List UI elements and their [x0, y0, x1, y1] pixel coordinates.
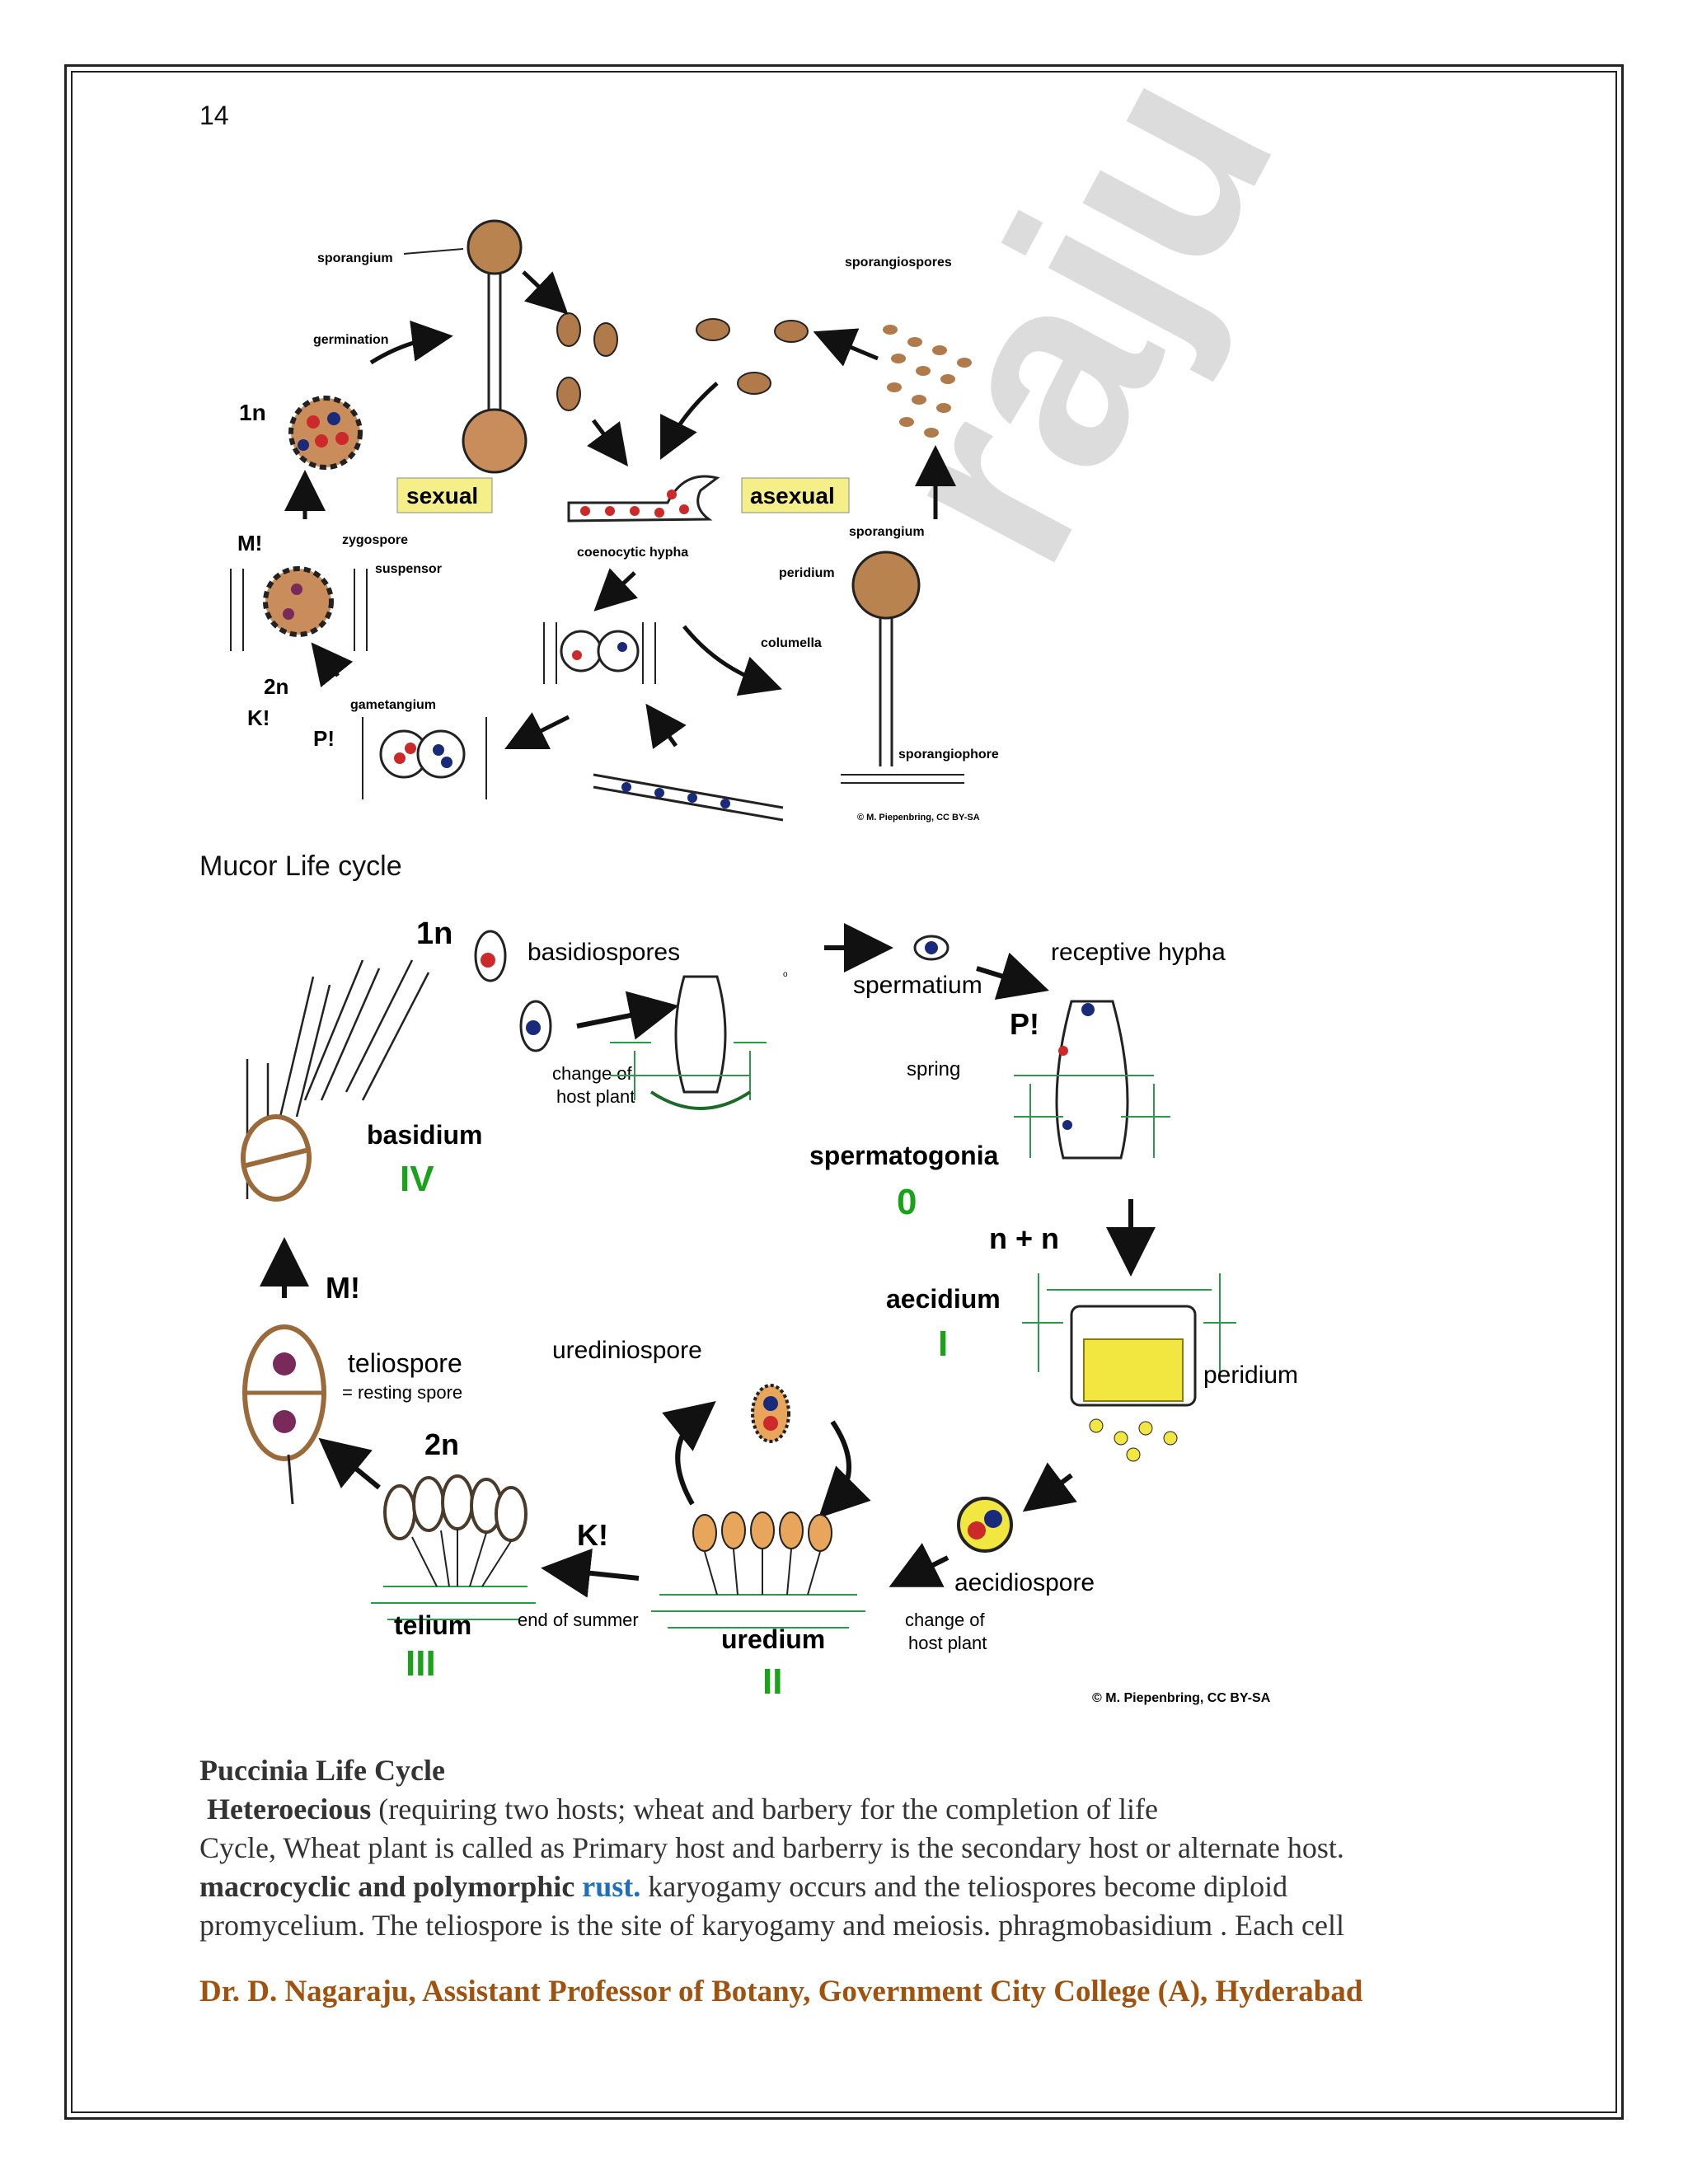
label-gametangium: gametangium — [350, 698, 436, 712]
sporangium-sexual — [462, 219, 528, 474]
term-macrocyclic: macrocyclic and polymorphic — [199, 1870, 575, 1903]
label-nn: n + n — [989, 1221, 1059, 1255]
zygospore — [230, 566, 368, 651]
label-teliospore: teliospore — [348, 1348, 462, 1378]
label-coenocytic: coenocytic hypha — [577, 546, 688, 560]
line-1-rest: (requiring two hosts; wheat and barbery … — [371, 1793, 1158, 1825]
line-2: Cycle, Wheat plant is called as Primary … — [199, 1831, 1344, 1864]
label-uredium: uredium — [721, 1624, 825, 1654]
line-1: Heteroecious (requiring two hosts; wheat… — [199, 1790, 1551, 1829]
label-receptive: receptive hypha — [1051, 939, 1226, 966]
receptive-hypha-structure — [1014, 1000, 1170, 1160]
label-suspensor: suspensor — [375, 562, 442, 576]
sexual-tag — [396, 477, 493, 513]
page-number: 14 — [199, 101, 229, 130]
label-germination: germination — [313, 333, 389, 347]
label-aecidiospore: aecidiospore — [954, 1569, 1095, 1596]
germinating-zygospore — [288, 396, 363, 470]
line-3: macrocyclic and polymorphic rust. karyog… — [199, 1868, 1551, 1906]
asexual-tag — [741, 477, 850, 513]
label-zygospore: zygospore — [342, 533, 408, 547]
label-change1a: change of — [552, 1063, 633, 1084]
label-peridium: peridium — [779, 566, 835, 580]
mucor-life-cycle-diagram: sporangium germination 1n sexual asexual… — [230, 219, 999, 823]
telium — [371, 1474, 536, 1620]
label-1n: 1n — [416, 916, 452, 951]
credit-mucor: © M. Piepenbring, CC BY-SA — [857, 813, 980, 823]
label-basidiospores: basidiospores — [528, 939, 680, 966]
label-1n: 1n — [239, 400, 266, 425]
link-rust[interactable]: rust. — [582, 1870, 641, 1903]
label-ii: II — [762, 1661, 782, 1702]
label-k: K! — [577, 1518, 608, 1552]
footer-author: Dr. D. Nagaraju, Assistant Professor of … — [199, 1975, 1363, 2008]
label-2n: 2n — [264, 674, 288, 699]
label-sporangiophore: sporangiophore — [898, 748, 999, 762]
label-resting: = resting spore — [342, 1382, 462, 1403]
label-zero: 0 — [897, 1182, 917, 1222]
aecidiospore-icon — [957, 1497, 1013, 1553]
section-heading: Puccinia Life Cycle — [199, 1754, 445, 1787]
label-sporangium-asexual: sporangium — [849, 525, 925, 539]
coenocytic-hypha — [567, 475, 720, 523]
urediniospore-icon — [751, 1384, 790, 1443]
label-p: P! — [1010, 1007, 1039, 1041]
label-end: end of summer — [518, 1610, 639, 1630]
label-columella: columella — [761, 636, 822, 650]
label-sexual: sexual — [406, 483, 478, 509]
line-3-rest: karyogamy occurs and the teliospores bec… — [640, 1870, 1288, 1903]
line-4: promycelium. The teliospore is the site … — [199, 1909, 1345, 1942]
page-border-outer — [64, 64, 1624, 2120]
label-change1b: host plant — [556, 1086, 635, 1107]
spermatogonia — [610, 975, 767, 1110]
label-m: M! — [326, 1271, 360, 1305]
sporangiospore-cluster — [883, 325, 972, 438]
label-sporangiospores: sporangiospores — [845, 255, 952, 269]
uredium — [651, 1511, 865, 1629]
label-i: I — [938, 1324, 948, 1364]
label-asexual: asexual — [750, 483, 835, 509]
body-text: Puccinia Life Cycle Heteroecious (requir… — [199, 1751, 1551, 1945]
basidium — [241, 959, 430, 1202]
label-iv: IV — [400, 1159, 434, 1199]
term-heteroecious: Heteroecious — [207, 1793, 372, 1825]
label-telium: telium — [394, 1610, 471, 1640]
label-spermatogonia: spermatogonia — [809, 1141, 999, 1170]
label-iii: III — [406, 1643, 436, 1684]
spores-released — [556, 312, 809, 411]
label-urediniospore: urediniospore — [552, 1337, 702, 1364]
dot-o: o — [783, 970, 788, 979]
label-2n: 2n — [424, 1427, 459, 1461]
aecidium — [1022, 1273, 1236, 1462]
sporangium-asexual — [841, 551, 964, 784]
teliospore — [242, 1324, 326, 1505]
label-spring: spring — [907, 1058, 960, 1080]
gametangia — [362, 717, 487, 799]
label-m: M! — [237, 531, 262, 555]
label-spermatium: spermatium — [853, 972, 982, 999]
label-k: K! — [247, 705, 270, 730]
label-aecidium: aecidium — [886, 1284, 1001, 1314]
label-change2b: host plant — [908, 1633, 987, 1653]
label-basidium: basidium — [367, 1120, 482, 1150]
label-p: P! — [313, 726, 335, 751]
credit-puccinia: © M. Piepenbring, CC BY-SA — [1092, 1691, 1271, 1705]
label-change2a: change of — [905, 1610, 986, 1630]
label-sporangium: sporangium — [317, 251, 393, 265]
page-border-inner — [71, 71, 1617, 2113]
hypha-minus — [593, 773, 784, 822]
mucor-caption: Mucor Life cycle — [199, 851, 402, 882]
gametangia-forming — [543, 622, 656, 684]
puccinia-life-cycle-diagram: 1n basidiospores change of host plant ba… — [241, 916, 1298, 1705]
label-peridium: peridium — [1203, 1361, 1298, 1389]
